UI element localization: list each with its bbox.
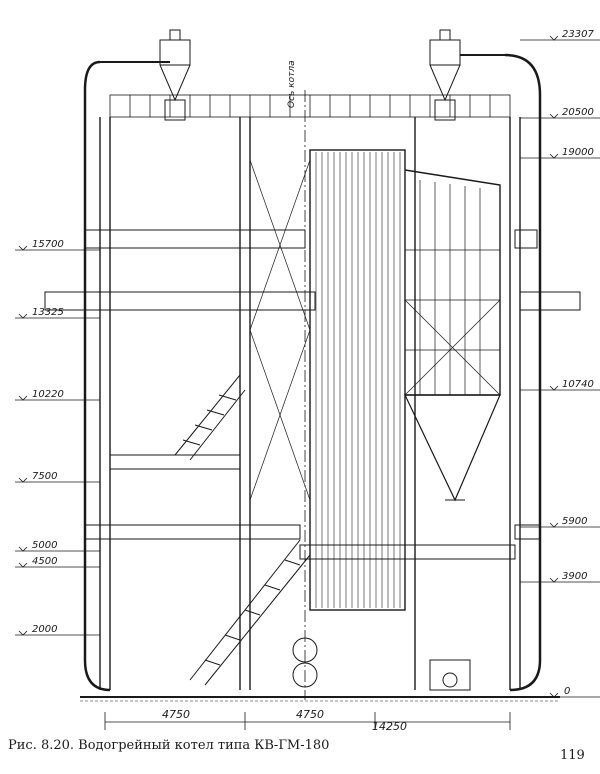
level-label-right: 5900 (562, 516, 587, 527)
level-label-left: 13325 (32, 307, 64, 318)
convective-section (404, 169, 501, 396)
cross-bracing (249, 159, 311, 501)
stair-upper (174, 374, 246, 461)
level-label-right: 10740 (562, 379, 594, 390)
level-label-left: 4500 (32, 556, 57, 567)
level-label-right: 20500 (562, 107, 594, 118)
frame-columns (99, 117, 521, 690)
dimension-label: 4750 (162, 708, 190, 721)
page-number: 119 (560, 748, 585, 763)
crown-blocks (109, 94, 511, 118)
level-label-right: 19000 (562, 147, 594, 158)
dimension-line (104, 712, 511, 730)
burner-assembly (292, 637, 471, 691)
level-label-right: 23307 (562, 29, 594, 40)
level-label-left: 10220 (32, 389, 64, 400)
furnace-tube-bank (309, 149, 406, 611)
dimension-label: 4750 (296, 708, 324, 721)
level-label-left: 15700 (32, 239, 64, 250)
left-level-markers (15, 245, 100, 636)
level-label-left: 2000 (32, 624, 57, 635)
figure-caption: Рис. 8.20. Водогрейный котел типа КВ-ГМ-… (8, 738, 330, 753)
outer-casing-right (504, 53, 542, 692)
level-label-right: 3900 (562, 571, 587, 582)
stair-lower (189, 539, 311, 686)
boiler-axis-label: Ось котла (287, 60, 297, 108)
outer-casing (83, 60, 111, 692)
right-level-markers (520, 35, 600, 698)
level-label-right: 0 (564, 686, 570, 697)
level-label-left: 7500 (32, 471, 57, 482)
top-collector-right (429, 29, 461, 121)
ash-hopper (404, 394, 501, 502)
level-label-left: 5000 (32, 540, 57, 551)
dimension-label: 14250 (372, 720, 407, 733)
top-collector-left (159, 29, 191, 121)
platforms (44, 229, 581, 560)
